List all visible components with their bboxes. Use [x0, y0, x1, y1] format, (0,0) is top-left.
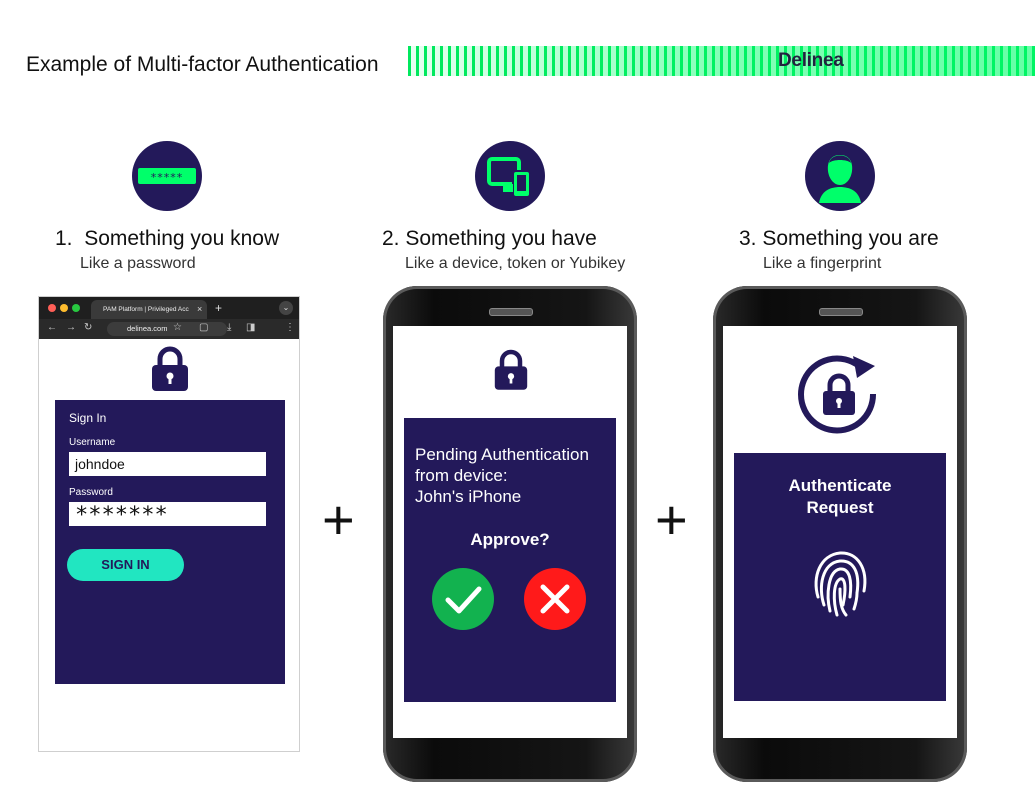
password-label: Password [69, 487, 113, 498]
sign-in-button[interactable]: SIGN IN [67, 549, 184, 581]
user-icon [805, 141, 875, 211]
username-label: Username [69, 437, 116, 448]
authenticate-request-panel: Authenticate Request [734, 453, 946, 701]
phone-device-2: Pending Authentication from device: John… [383, 286, 637, 782]
auth-request-panel: Pending Authentication from device: John… [404, 418, 616, 702]
phone-speaker [819, 308, 863, 316]
svg-text:*****: ***** [151, 171, 184, 184]
deny-button[interactable] [524, 568, 586, 630]
step-3-sub: Like a fingerprint [763, 255, 882, 272]
check-icon [445, 586, 482, 614]
fingerprint-icon[interactable] [810, 547, 870, 619]
approve-prompt: Approve? [470, 530, 550, 549]
phone-screen: Pending Authentication from device: John… [393, 326, 627, 738]
step-2-label: 2. Something you have [382, 227, 597, 250]
authenticate-request-title: Authenticate Request [788, 476, 892, 517]
brand-logo: Delinea [778, 50, 844, 71]
browser-window: PAM Platform | Privileged Acc × + ⌄ ← → … [38, 296, 300, 752]
lock-icon [152, 346, 188, 391]
tab-menu-icon[interactable]: ⌄ [279, 301, 293, 315]
close-icon [540, 584, 570, 614]
plus-operator: + [322, 488, 355, 551]
download-icon[interactable]: ⤓ [227, 322, 232, 333]
phone-speaker [489, 308, 533, 316]
browser-tab[interactable]: PAM Platform | Privileged Acc [91, 300, 207, 319]
minimize-window-icon[interactable] [60, 304, 68, 312]
browser-toolbar: ← → ↻ delinea.com ☆ ▢ ⤓ ◨ ⋮ [39, 319, 299, 339]
password-field[interactable]: ******* [69, 502, 266, 528]
devices-icon [475, 141, 545, 211]
pending-auth-message: Pending Authentication from device: John… [415, 445, 589, 506]
more-menu-icon[interactable]: ⋮ [285, 322, 295, 333]
plus-operator: + [655, 488, 688, 551]
back-icon[interactable]: ← [47, 322, 57, 333]
address-bar[interactable]: delinea.com [107, 322, 227, 336]
password-icon: ***** [132, 141, 202, 211]
extensions-icon[interactable]: ▢ [199, 322, 209, 333]
bookmark-star-icon[interactable]: ☆ [173, 322, 182, 333]
approve-button[interactable] [432, 568, 494, 630]
lock-icon [494, 349, 528, 390]
step-1-label: 1. Something you know [55, 227, 280, 250]
step-3-label: 3. Something you are [739, 227, 939, 250]
step-2-sub: Like a device, token or Yubikey [405, 255, 626, 272]
username-field[interactable]: johndoe [69, 452, 266, 476]
phone-device-3: Authenticate Request [713, 286, 967, 782]
page-title: Example of Multi-factor Authentication [26, 53, 379, 76]
new-tab-icon[interactable]: + [215, 301, 223, 315]
step-1-sub: Like a password [80, 255, 196, 272]
forward-icon[interactable]: → [66, 322, 76, 333]
reload-icon[interactable]: ↻ [84, 322, 93, 333]
sign-in-form: Sign In Username johndoe Password ******… [55, 400, 285, 684]
phone-screen: Authenticate Request [723, 326, 957, 738]
maximize-window-icon[interactable] [72, 304, 80, 312]
browser-tab-bar: PAM Platform | Privileged Acc × + ⌄ [39, 297, 299, 319]
sign-in-title: Sign In [69, 411, 107, 425]
close-window-icon[interactable] [48, 304, 56, 312]
brand-stripes [408, 46, 1035, 76]
lock-refresh-icon [798, 355, 877, 434]
sidebar-icon[interactable]: ◨ [246, 322, 256, 333]
close-tab-icon[interactable]: × [197, 304, 203, 314]
